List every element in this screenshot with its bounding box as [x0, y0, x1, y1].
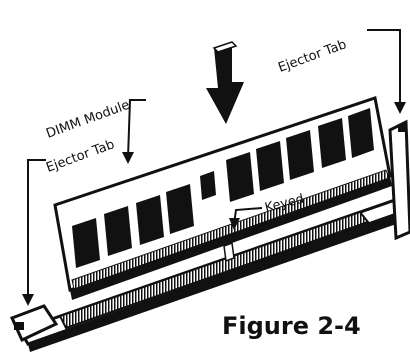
- key-notch: [223, 241, 235, 263]
- memory-chip: [72, 218, 100, 268]
- memory-chip: [256, 141, 284, 191]
- memory-chip: [318, 118, 346, 168]
- memory-chip: [348, 108, 374, 158]
- figure-caption: Figure 2-4: [222, 312, 361, 340]
- callout-arrowheads: [22, 102, 406, 306]
- left-ejector-tab: [9, 304, 59, 343]
- dimm-slot: [17, 198, 405, 352]
- callout-lines: [27, 29, 401, 300]
- memory-chip: [226, 152, 254, 202]
- ejector-tab-label-left: Ejector Tab: [44, 137, 116, 176]
- dimm-module: [53, 96, 392, 300]
- memory-chip: [286, 130, 314, 180]
- right-ejector-tab: [388, 119, 410, 241]
- dimm-module-label: DIMM Module: [44, 98, 132, 142]
- ejector-tab-label-right: Ejector Tab: [276, 37, 348, 76]
- memory-chip: [136, 195, 164, 245]
- memory-chip: [166, 184, 194, 234]
- memory-chip: [104, 206, 132, 256]
- memory-chip: [200, 171, 216, 200]
- insertion-arrow: [206, 41, 244, 124]
